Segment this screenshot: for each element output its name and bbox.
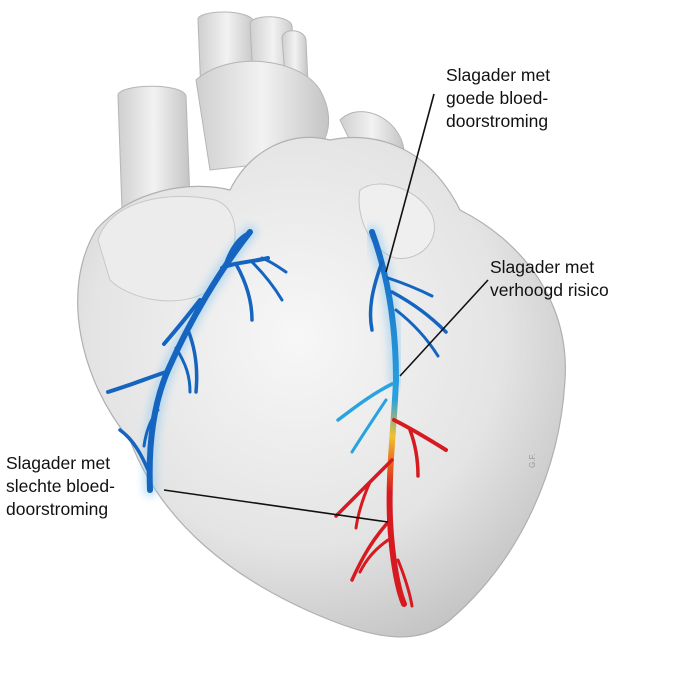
atrium-shape <box>97 195 236 302</box>
label-poor-flow-line-2: slechte bloed- <box>6 476 115 496</box>
label-elevated-risk: Slagader met verhoogd risico <box>490 256 609 302</box>
label-good-flow-line-3: doorstroming <box>446 111 549 131</box>
label-poor-flow: Slagader met slechte bloed- doorstroming <box>6 452 115 521</box>
left-artery-tree <box>106 225 288 497</box>
label-good-flow-line-1: Slagader met <box>446 65 551 85</box>
label-elevated-risk-line-1: Slagader met <box>490 257 595 277</box>
label-poor-flow-line-3: doorstroming <box>6 499 109 519</box>
label-good-flow: Slagader met goede bloed- doorstroming <box>446 64 550 133</box>
label-elevated-risk-line-2: verhoogd risico <box>490 280 609 300</box>
leader-line-poor-flow <box>163 489 389 523</box>
label-poor-flow-line-1: Slagader met <box>6 453 111 473</box>
right-artery-tree <box>334 225 448 608</box>
artist-credit: G.F. <box>528 453 537 468</box>
leader-lines <box>163 93 489 523</box>
label-good-flow-line-2: goede bloed- <box>446 88 549 108</box>
leader-line-good-flow <box>385 93 435 273</box>
leader-line-elevated-risk <box>399 279 489 377</box>
